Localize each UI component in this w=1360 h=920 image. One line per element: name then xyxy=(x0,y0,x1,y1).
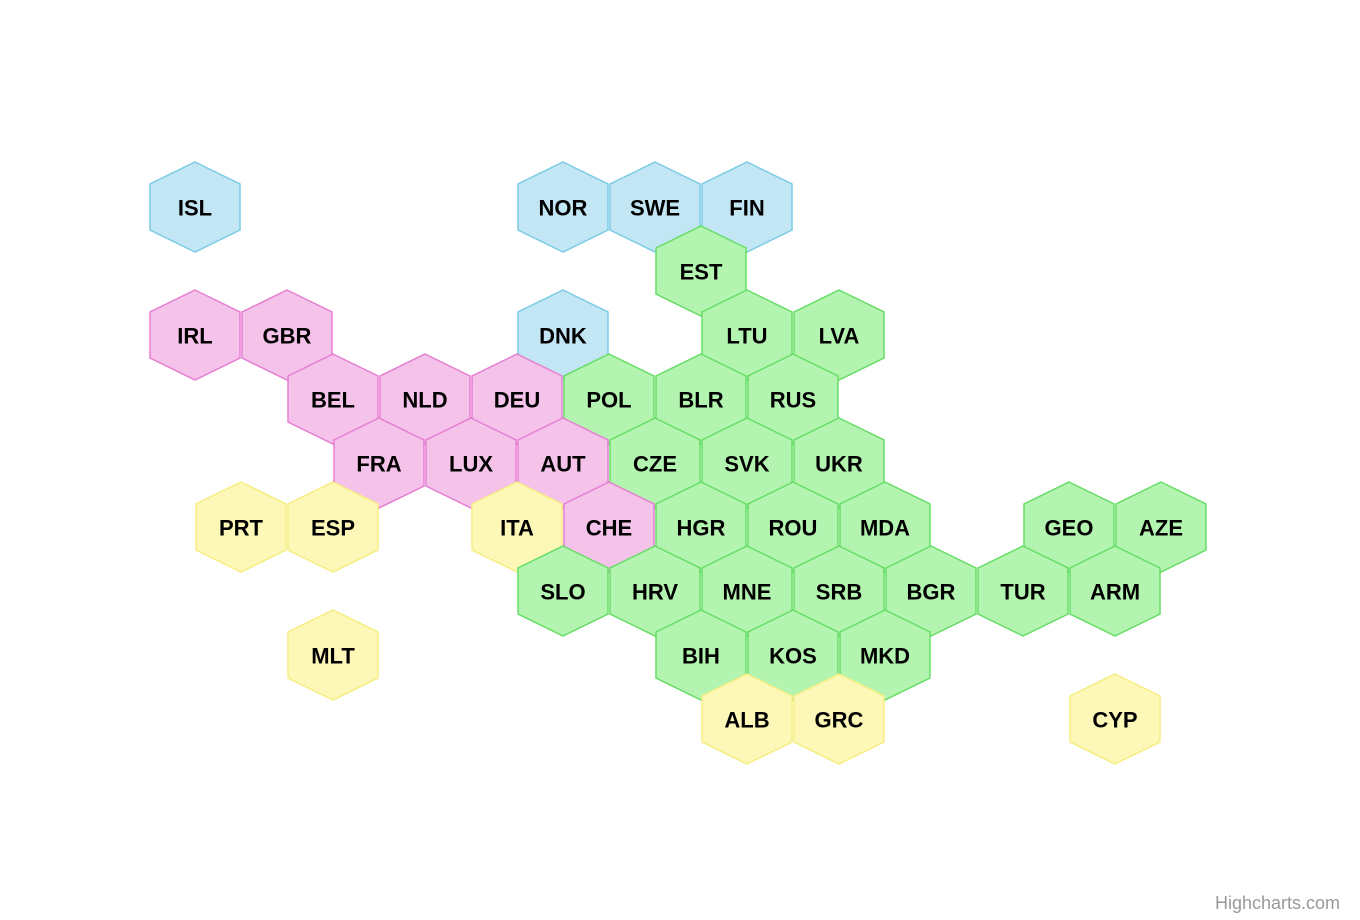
hex-label-prt: PRT xyxy=(219,516,264,541)
hex-tile-alb[interactable] xyxy=(701,673,793,765)
hex-label-lva: LVA xyxy=(819,324,860,349)
hex-label-est: EST xyxy=(680,260,723,285)
hex-tile-slo[interactable] xyxy=(517,545,609,637)
hex-tile-isl[interactable] xyxy=(149,161,241,253)
hex-tile-cyp[interactable] xyxy=(1069,673,1161,765)
hex-label-cyp: CYP xyxy=(1092,708,1137,733)
hex-label-ltu: LTU xyxy=(726,324,767,349)
hex-label-che: CHE xyxy=(586,516,632,541)
hex-label-ukr: UKR xyxy=(815,452,863,477)
hex-label-irl: IRL xyxy=(177,324,212,349)
hex-label-svk: SVK xyxy=(724,452,769,477)
hex-label-mlt: MLT xyxy=(311,644,355,669)
hex-label-nor: NOR xyxy=(539,196,588,221)
hex-label-cze: CZE xyxy=(633,452,677,477)
hex-tile-bel[interactable] xyxy=(287,353,379,445)
hex-label-alb: ALB xyxy=(724,708,769,733)
hex-label-bgr: BGR xyxy=(907,580,956,605)
hex-label-lux: LUX xyxy=(449,452,493,477)
hex-label-fin: FIN xyxy=(729,196,764,221)
hex-label-arm: ARM xyxy=(1090,580,1140,605)
hex-tile-che[interactable] xyxy=(563,481,655,573)
hex-tile-irl[interactable] xyxy=(149,289,241,381)
hex-label-deu: DEU xyxy=(494,388,540,413)
hex-label-ita: ITA xyxy=(500,516,534,541)
hex-tile-grc[interactable] xyxy=(793,673,885,765)
hex-tile-svk[interactable] xyxy=(701,417,793,509)
hex-label-bel: BEL xyxy=(311,388,355,413)
hex-label-esp: ESP xyxy=(311,516,355,541)
hex-tile-dnk[interactable] xyxy=(517,289,609,381)
hex-tile-hrv[interactable] xyxy=(609,545,701,637)
hex-tile-prt[interactable] xyxy=(195,481,287,573)
hex-tile-ita[interactable] xyxy=(471,481,563,573)
hex-labels-layer: ISL NOR SWE FIN EST IRL GBR DNK LTU LVA BEL NLD DEU P… xyxy=(177,196,1183,733)
hex-label-swe: SWE xyxy=(630,196,680,221)
hex-tile-mne[interactable] xyxy=(701,545,793,637)
hex-tile-aut[interactable] xyxy=(517,417,609,509)
hex-tile-esp[interactable] xyxy=(287,481,379,573)
hex-label-slo: SLO xyxy=(540,580,585,605)
hex-tile-rus[interactable] xyxy=(747,353,839,445)
hex-tile-gbr[interactable] xyxy=(241,289,333,381)
hex-label-srb: SRB xyxy=(816,580,862,605)
hex-label-isl: ISL xyxy=(178,196,212,221)
credits-link[interactable]: Highcharts.com xyxy=(1214,893,1340,913)
hex-label-kos: KOS xyxy=(769,644,817,669)
hex-tile-cze[interactable] xyxy=(609,417,701,509)
hex-tile-arm[interactable] xyxy=(1069,545,1161,637)
hex-label-mkd: MKD xyxy=(860,644,910,669)
hex-label-hgr: HGR xyxy=(677,516,726,541)
hex-tile-fin[interactable] xyxy=(701,161,793,253)
hex-label-mne: MNE xyxy=(723,580,772,605)
hex-tile-lva[interactable] xyxy=(793,289,885,381)
hex-label-blr: BLR xyxy=(678,388,723,413)
hex-label-mda: MDA xyxy=(860,516,910,541)
hex-label-grc: GRC xyxy=(815,708,864,733)
hex-label-gbr: GBR xyxy=(263,324,312,349)
hex-tile-bih[interactable] xyxy=(655,609,747,701)
hex-tile-mlt[interactable] xyxy=(287,609,379,701)
hex-tile-fra[interactable] xyxy=(333,417,425,509)
hex-tile-nor[interactable] xyxy=(517,161,609,253)
hex-tile-bgr[interactable] xyxy=(885,545,977,637)
hex-tile-geo[interactable] xyxy=(1023,481,1115,573)
hex-tile-blr[interactable] xyxy=(655,353,747,445)
hex-tile-ltu[interactable] xyxy=(701,289,793,381)
hex-tile-rou[interactable] xyxy=(747,481,839,573)
hex-label-nld: NLD xyxy=(402,388,447,413)
hex-tile-pol[interactable] xyxy=(563,353,655,445)
hex-tile-lux[interactable] xyxy=(425,417,517,509)
hex-tile-swe[interactable] xyxy=(609,161,701,253)
hex-tile-hgr[interactable] xyxy=(655,481,747,573)
hex-tiles-layer xyxy=(149,161,1207,765)
hex-label-hrv: HRV xyxy=(632,580,678,605)
hex-tile-ukr[interactable] xyxy=(793,417,885,509)
hex-label-rus: RUS xyxy=(770,388,816,413)
hex-tile-est[interactable] xyxy=(655,225,747,317)
hex-tile-mkd[interactable] xyxy=(839,609,931,701)
hex-label-rou: ROU xyxy=(769,516,818,541)
hex-label-fra: FRA xyxy=(356,452,401,477)
hex-tile-srb[interactable] xyxy=(793,545,885,637)
hex-tile-tur[interactable] xyxy=(977,545,1069,637)
hex-tile-nld[interactable] xyxy=(379,353,471,445)
hex-label-bih: BIH xyxy=(682,644,720,669)
hex-label-geo: GEO xyxy=(1045,516,1094,541)
hex-tile-deu[interactable] xyxy=(471,353,563,445)
hex-label-aze: AZE xyxy=(1139,516,1183,541)
hex-tile-mda[interactable] xyxy=(839,481,931,573)
hex-label-pol: POL xyxy=(586,388,631,413)
hex-label-aut: AUT xyxy=(540,452,586,477)
hex-label-tur: TUR xyxy=(1000,580,1045,605)
hex-tile-kos[interactable] xyxy=(747,609,839,701)
hex-tile-aze[interactable] xyxy=(1115,481,1207,573)
hex-label-dnk: DNK xyxy=(539,324,587,349)
